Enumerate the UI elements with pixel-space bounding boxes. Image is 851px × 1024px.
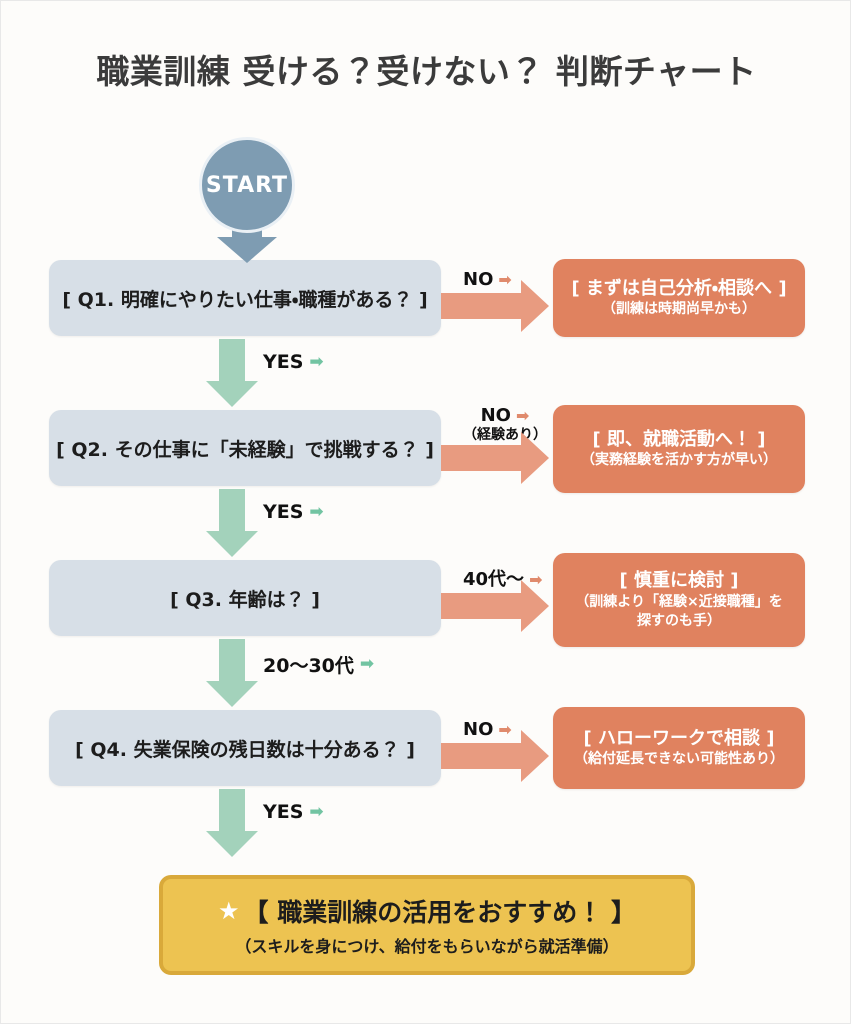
outcome-title-4: [ ハローワークで相談 ] [583,727,775,749]
final-title: ★ 【 職業訓練の活用をおすすめ！ 】 [218,893,636,929]
branch-no-q1: NO➡ [441,269,561,333]
arrow-head-icon [521,580,549,632]
arrow-stem [441,293,523,319]
page-title: 職業訓練 受ける？受けない？ 判断チャート [96,52,757,91]
arrow-stem [441,445,523,471]
branch-20s30s-q3: 20〜30代➡ [199,639,374,713]
outcome-box-2[interactable]: [ 即、就職活動へ！ ] （実務経験を活かす方が早い） [553,405,805,493]
question-box-q2[interactable]: [ Q2. その仕事に「未経験」で挑戦する？ ] [49,410,441,486]
arrow-head-icon [521,730,549,782]
branch-label-yes-q2: YES➡ [263,501,324,523]
question-box-q4[interactable]: [ Q4. 失業保険の残日数は十分ある？ ] [49,710,441,786]
outcome-sub-2: （実務経験を活かす方が早い） [581,452,777,469]
branch-no-q2: NO➡ （経験あり） [441,405,561,485]
start-down-arrow-icon [217,237,277,263]
arrow-stem [219,339,245,383]
arrow-stem [441,743,523,769]
outcome-sub-4: （給付延長できない可能性あり） [574,751,784,768]
mini-arrow-icon: ➡ [309,501,324,522]
outcome-box-1[interactable]: [ まずは自己分析・相談へ ] （訓練は時期尚早かも） [553,259,805,337]
outcome-title-1: [ まずは自己分析・相談へ ] [571,277,787,299]
arrow-stem [441,593,523,619]
outcome-box-4[interactable]: [ ハローワークで相談 ] （給付延長できない可能性あり） [553,707,805,789]
mini-arrow-icon: ➡ [309,351,324,372]
branch-40s-q3: 40代〜➡ [441,569,561,633]
outcome-box-3[interactable]: [ 慎重に検討 ] （訓練より「経験×近接職種」を探すのも手） [553,553,805,647]
outcome-title-2: [ 即、就職活動へ！ ] [592,428,766,450]
mini-arrow-icon: ➡ [498,720,512,740]
outcome-title-3: [ 慎重に検討 ] [619,570,739,592]
mini-arrow-icon: ➡ [309,801,324,822]
question-box-q3[interactable]: [ Q3. 年齢は？ ] [49,560,441,636]
branch-label-no-q1: NO➡ [463,269,512,291]
arrow-stem [219,489,245,533]
start-circle: START [199,137,295,233]
mini-arrow-icon: ➡ [515,406,530,426]
final-sub: （スキルを身につけ、給付をもらいながら就活準備） [235,937,619,956]
arrow-stem [219,789,245,833]
branch-yes-q4: YES➡ [199,789,329,863]
mini-arrow-icon: ➡ [498,270,512,290]
question-text-q1: [ Q1. 明確にやりたい仕事・職種がある？ ] [62,288,428,311]
branch-yes-q1: YES➡ [199,339,329,413]
start-node: START [199,137,295,263]
question-text-q4: [ Q4. 失業保険の残日数は十分ある？ ] [75,738,415,761]
arrow-head-icon [521,280,549,332]
arrow-head-icon [206,831,258,857]
outcome-sub-3: （訓練より「経験×近接職種」を探すのも手） [575,593,783,629]
branch-label-yes-q1: YES➡ [263,351,324,373]
final-title-text: 【 職業訓練の活用をおすすめ！ 】 [243,898,636,927]
final-recommendation-box[interactable]: ★ 【 職業訓練の活用をおすすめ！ 】 （スキルを身につけ、給付をもらいながら就… [159,875,695,975]
arrow-head-icon [206,381,258,407]
branch-yes-q2: YES➡ [199,489,329,563]
question-text-q2: [ Q2. その仕事に「未経験」で挑戦する？ ] [56,438,434,461]
arrow-head-icon [206,531,258,557]
arrow-head-icon [206,681,258,707]
star-icon: ★ [218,897,240,925]
outcome-sub-1: （訓練は時期尚早かも） [602,301,756,318]
branch-label-yes-q4: YES➡ [263,801,324,823]
question-text-q3: [ Q3. 年齢は？ ] [170,588,320,611]
start-label: START [205,172,289,198]
arrow-stem [219,639,245,683]
branch-no-q4: NO➡ [441,719,561,783]
branch-label-no-q4: NO➡ [463,719,512,741]
mini-arrow-icon: ➡ [359,654,375,674]
question-box-q1[interactable]: [ Q1. 明確にやりたい仕事・職種がある？ ] [49,260,441,336]
arrow-head-icon [521,432,549,484]
branch-label-20s30s-q3: 20〜30代➡ [263,654,375,677]
